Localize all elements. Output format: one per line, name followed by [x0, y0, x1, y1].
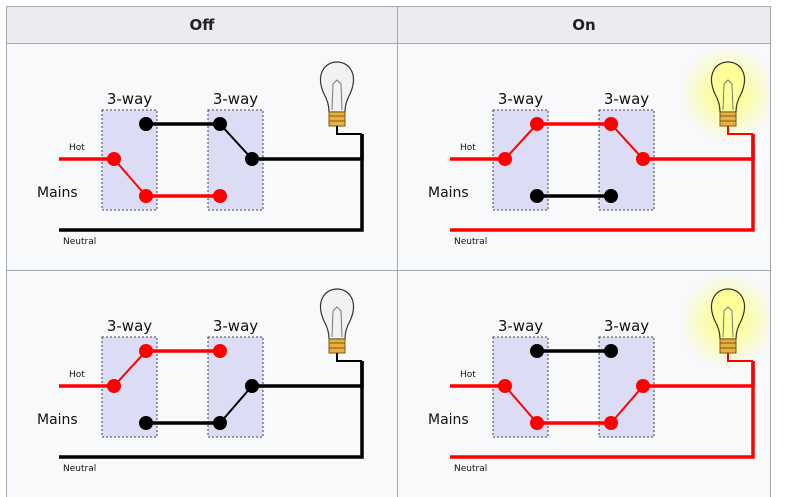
mains-label: Mains	[428, 185, 469, 201]
bulb-lead	[337, 353, 362, 361]
switch-2-label: 3-way	[213, 90, 258, 108]
switch-1-common	[107, 152, 121, 166]
neutral-label: Neutral	[63, 237, 96, 247]
switch-1-top-terminal	[139, 117, 153, 131]
switch-1-bottom-terminal	[139, 416, 153, 430]
switch-2-bottom-terminal	[213, 189, 227, 203]
header-off: Off	[7, 7, 398, 44]
neutral-label: Neutral	[454, 237, 487, 247]
switch-2-bottom-terminal	[604, 416, 618, 430]
switch-1-bottom-terminal	[139, 189, 153, 203]
hot-label: Hot	[460, 143, 476, 153]
switch-2-bottom-terminal	[604, 189, 618, 203]
bulb-lead	[337, 126, 362, 134]
lamp-feed-wire	[252, 361, 362, 386]
switch-1-label: 3-way	[107, 317, 152, 335]
switch-2-common	[245, 152, 259, 166]
switch-1-top-terminal	[530, 344, 544, 358]
light-bulb-icon	[321, 289, 354, 339]
switch-2-label: 3-way	[604, 317, 649, 335]
switch-1-bottom-terminal	[530, 189, 544, 203]
switch-1-label: 3-way	[107, 90, 152, 108]
switch-2-bottom-terminal	[213, 416, 227, 430]
switch-2-common	[636, 152, 650, 166]
switch-1-label: 3-way	[498, 90, 543, 108]
neutral-label: Neutral	[63, 464, 96, 474]
switch-1-common	[107, 379, 121, 393]
switch-2-top-terminal	[213, 344, 227, 358]
hot-label: Hot	[69, 143, 85, 153]
mains-label: Mains	[37, 412, 78, 428]
switch-2-label: 3-way	[604, 90, 649, 108]
switch-2-top-terminal	[604, 117, 618, 131]
switch-2-common	[245, 379, 259, 393]
switch-2-top-terminal	[213, 117, 227, 131]
switch-1-top-terminal	[530, 117, 544, 131]
light-bulb-icon	[321, 62, 354, 112]
switch-2-top-terminal	[604, 344, 618, 358]
switch-1-common	[498, 152, 512, 166]
switch-1-label: 3-way	[498, 317, 543, 335]
bulb-base	[329, 112, 345, 126]
bulb-base	[329, 339, 345, 353]
switch-2-label: 3-way	[213, 317, 258, 335]
switch-1-top-terminal	[139, 344, 153, 358]
header-on: On	[398, 7, 771, 44]
mains-label: Mains	[37, 185, 78, 201]
switch-1-common	[498, 379, 512, 393]
hot-label: Hot	[460, 370, 476, 380]
mains-label: Mains	[428, 412, 469, 428]
neutral-label: Neutral	[454, 464, 487, 474]
bulb-base	[720, 112, 736, 126]
hot-label: Hot	[69, 370, 85, 380]
switch-2-common	[636, 379, 650, 393]
lamp-feed-wire	[252, 134, 362, 159]
switch-1-bottom-terminal	[530, 416, 544, 430]
bulb-base	[720, 339, 736, 353]
